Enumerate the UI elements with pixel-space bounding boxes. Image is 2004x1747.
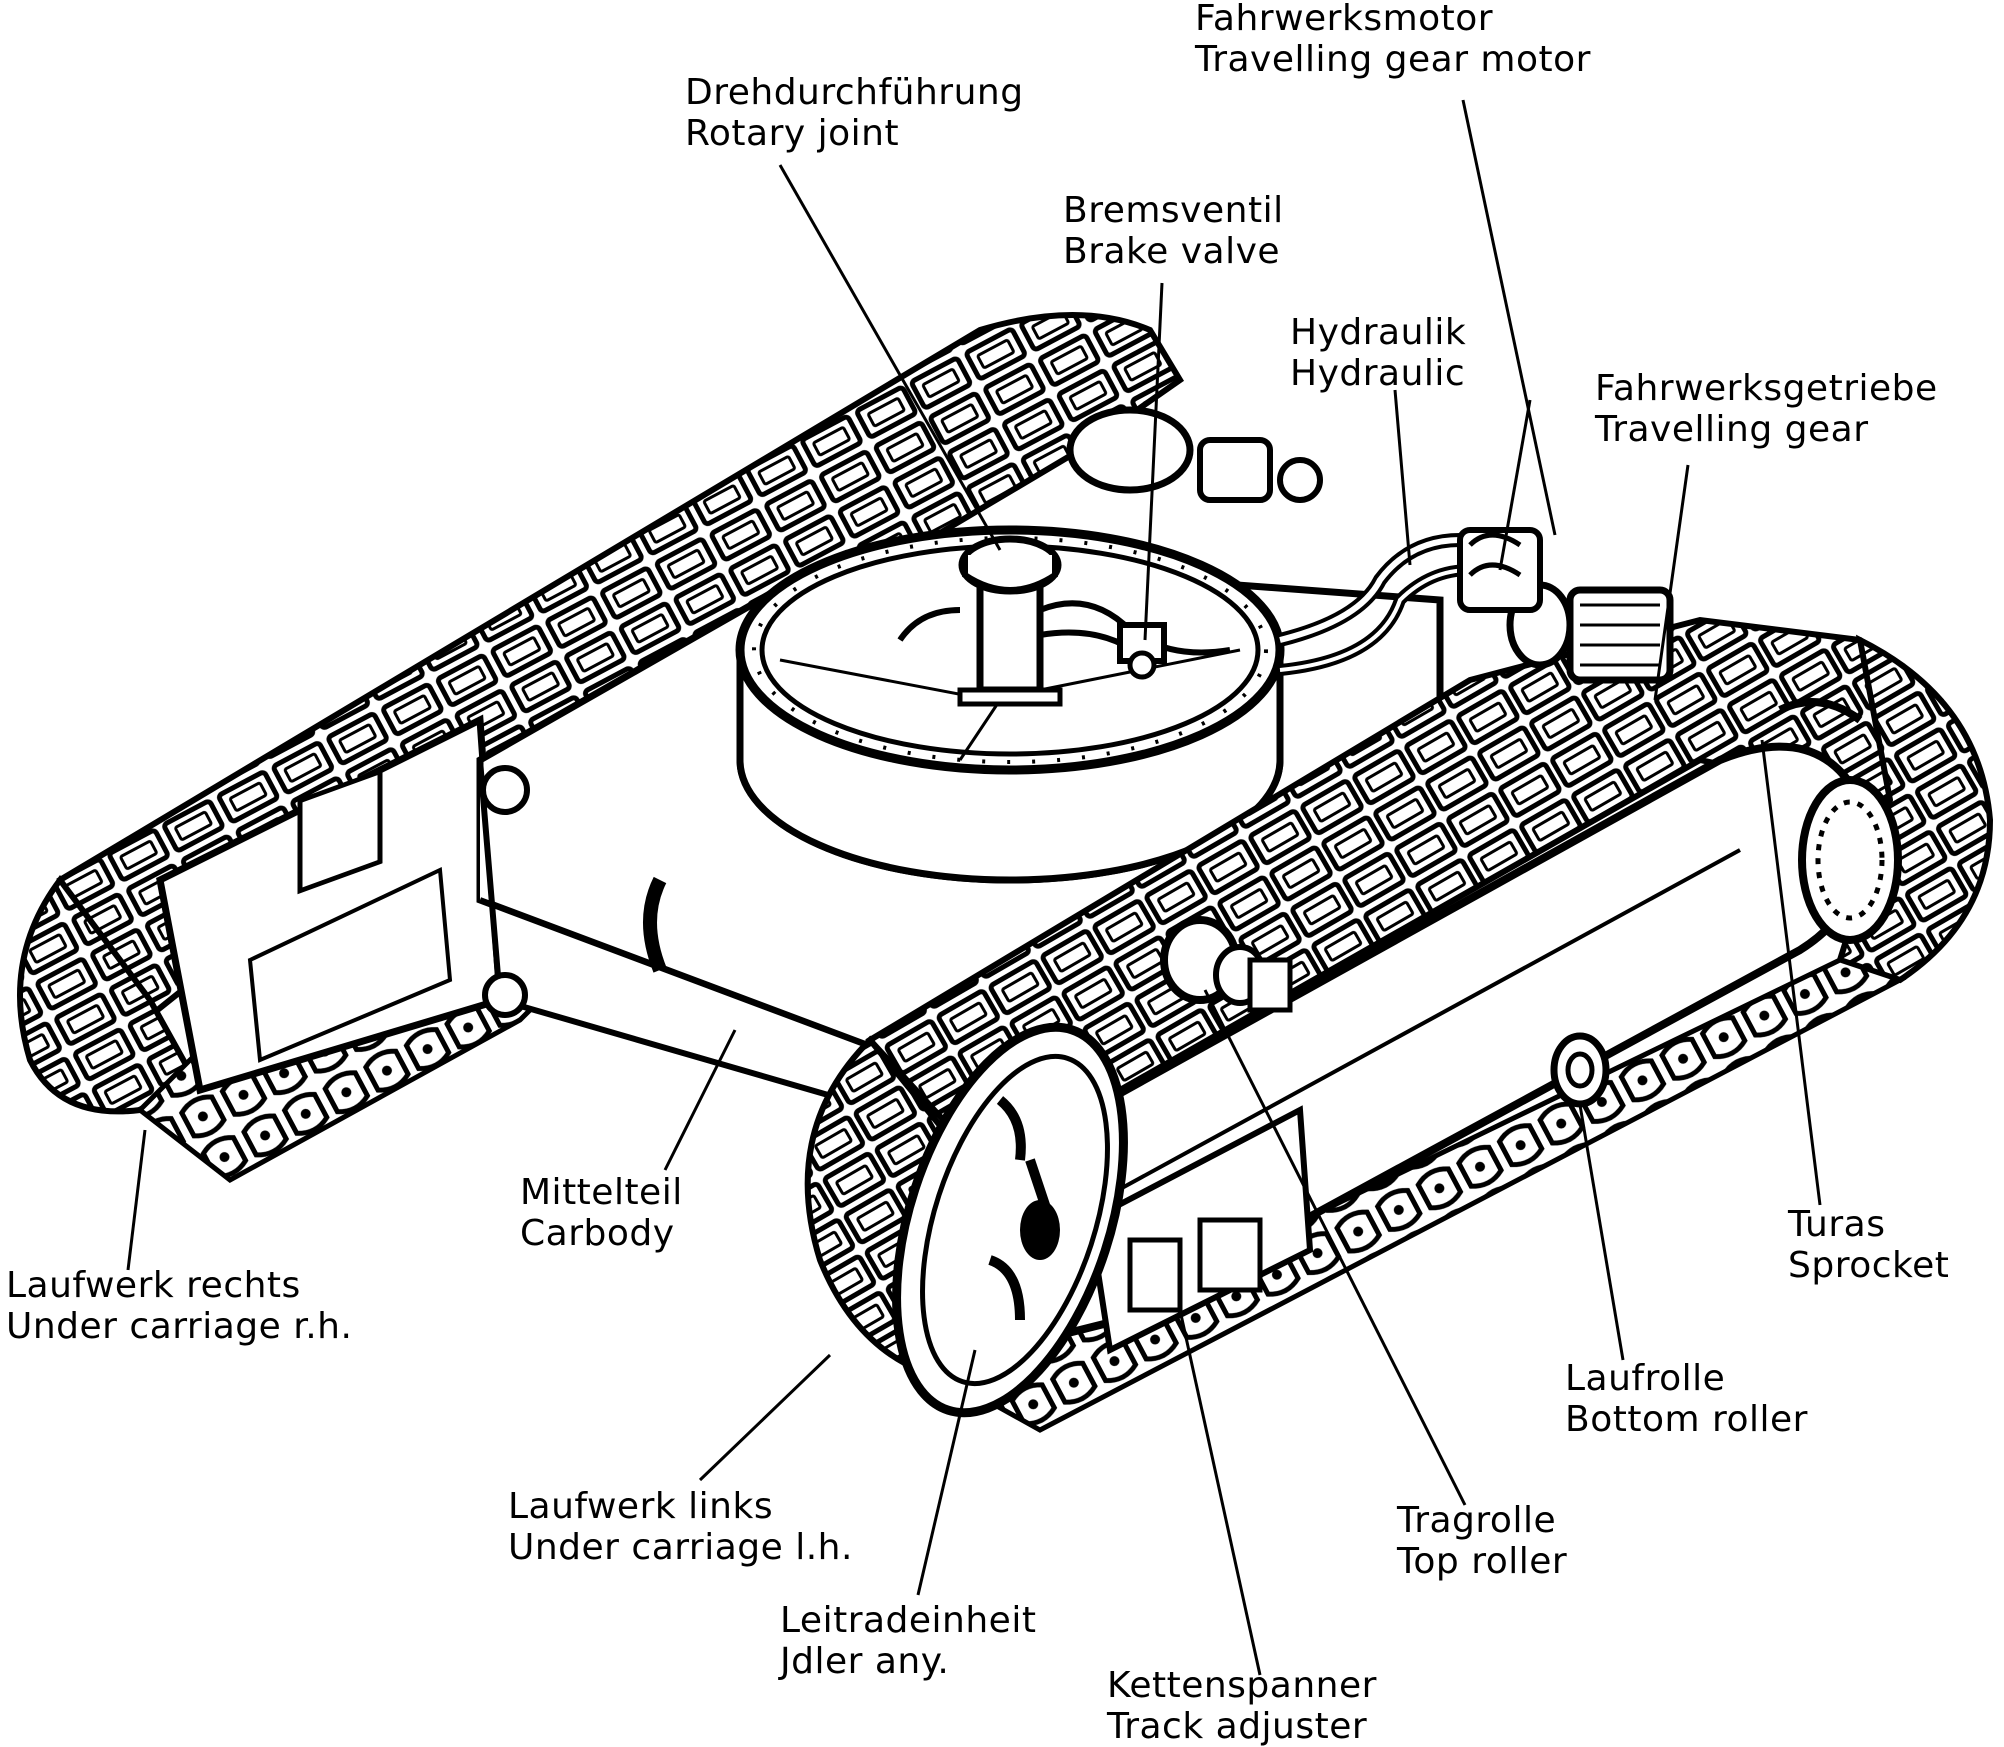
- label-laufrolle: Laufrolle Bottom roller: [1565, 1358, 1808, 1440]
- label-laufwerk-rechts-en: Under carriage r.h.: [6, 1306, 353, 1347]
- label-hydraulik-en: Hydraulic: [1290, 353, 1466, 394]
- leader-bottom-roller: [1578, 1104, 1625, 1361]
- label-fahrwerksmotor-en: Travelling gear motor: [1195, 39, 1591, 80]
- leader-idler: [916, 1349, 977, 1596]
- label-kettenspanner-de: Kettenspanner: [1107, 1665, 1377, 1706]
- label-hydraulik: Hydraulik Hydraulic: [1290, 312, 1466, 394]
- label-bremsventil-de: Bremsventil: [1063, 190, 1284, 231]
- label-bremsventil-en: Brake valve: [1063, 231, 1281, 272]
- leader-track-adjuster: [1178, 1309, 1262, 1676]
- leader-travelling-gear: [1653, 464, 1690, 701]
- label-fahrwerksgetriebe-de: Fahrwerksgetriebe: [1595, 368, 1938, 409]
- leader-sprocket: [1760, 739, 1822, 1206]
- leader-rotary-joint: [778, 164, 1002, 551]
- rear-travel-motor: [1066, 406, 1323, 503]
- slew-ring-assembly: [735, 525, 1285, 884]
- right-track-panel: [247, 866, 453, 1063]
- bottom-roller: [1550, 1032, 1610, 1108]
- label-bremsventil: Bremsventil Brake valve: [1063, 190, 1284, 272]
- label-leitradeinheit-de: Leitradeinheit: [780, 1600, 1037, 1641]
- label-laufwerk-links-de: Laufwerk links: [508, 1486, 774, 1527]
- leader-hydraulic: [1393, 389, 1412, 566]
- leader-top-roller: [1203, 989, 1467, 1506]
- label-laufwerk-links: Laufwerk links Under carriage l.h.: [508, 1486, 853, 1568]
- label-tragrolle-de: Tragrolle: [1397, 1500, 1557, 1541]
- brake-valve: [1117, 622, 1167, 680]
- label-leitradeinheit-en: Jdler any.: [780, 1641, 950, 1682]
- label-leitradeinheit: Leitradeinheit Jdler any.: [780, 1600, 1036, 1682]
- label-laufwerk-rechts-de: Laufwerk rechts: [6, 1265, 301, 1306]
- left-hand-track: [804, 527, 1994, 1433]
- label-drehdurchfuehrung: Drehdurchführung Rotary joint: [685, 72, 1024, 154]
- label-tragrolle: Tragrolle Top roller: [1397, 1500, 1567, 1582]
- label-hydraulik-de: Hydraulik: [1290, 312, 1467, 353]
- label-mittelteil-de: Mittelteil: [520, 1172, 683, 1213]
- label-laufrolle-de: Laufrolle: [1565, 1358, 1726, 1399]
- label-fahrwerksgetriebe: Fahrwerksgetriebe Travelling gear: [1595, 368, 1938, 450]
- label-turas-de: Turas: [1788, 1204, 1886, 1245]
- right-track-front-curve: [17, 874, 205, 1115]
- right-track-adjuster-plate: [297, 768, 383, 895]
- leader-carbody: [663, 1029, 737, 1171]
- label-fahrwerksgetriebe-en: Travelling gear: [1595, 409, 1869, 450]
- label-laufrolle-en: Bottom roller: [1565, 1399, 1808, 1440]
- label-kettenspanner-en: Track adjuster: [1107, 1706, 1368, 1747]
- leader-lines: [126, 99, 1822, 1676]
- label-laufwerk-links-en: Under carriage l.h.: [508, 1527, 853, 1568]
- label-tragrolle-en: Top roller: [1397, 1541, 1568, 1582]
- label-laufwerk-rechts: Laufwerk rechts Under carriage r.h.: [6, 1265, 352, 1347]
- label-fahrwerksmotor-de: Fahrwerksmotor: [1195, 0, 1494, 39]
- sprocket: [1778, 698, 1902, 944]
- label-mittelteil: Mittelteil Carbody: [520, 1172, 683, 1254]
- idler-wheel: [892, 1022, 1128, 1418]
- top-roller: [1160, 916, 1293, 1013]
- leader-travel-motor-1: [1461, 99, 1557, 536]
- leader-under-carriage-rh: [126, 1129, 147, 1271]
- label-turas: Turas Sprocket: [1788, 1204, 1949, 1286]
- label-kettenspanner: Kettenspanner Track adjuster: [1107, 1665, 1377, 1747]
- leader-brake-valve: [1143, 282, 1164, 641]
- label-drehdurchfuehrung-en: Rotary joint: [685, 113, 900, 154]
- leader-travel-motor-2: [1498, 399, 1532, 571]
- label-drehdurchfuehrung-de: Drehdurchführung: [685, 72, 1024, 113]
- leader-under-carriage-lh: [698, 1353, 832, 1482]
- label-turas-en: Sprocket: [1788, 1245, 1950, 1286]
- carbody-opening: [643, 876, 667, 973]
- label-mittelteil-en: Carbody: [520, 1213, 675, 1254]
- label-fahrwerksmotor: Fahrwerksmotor Travelling gear motor: [1195, 0, 1591, 80]
- track-adjuster: [1086, 1105, 1314, 1355]
